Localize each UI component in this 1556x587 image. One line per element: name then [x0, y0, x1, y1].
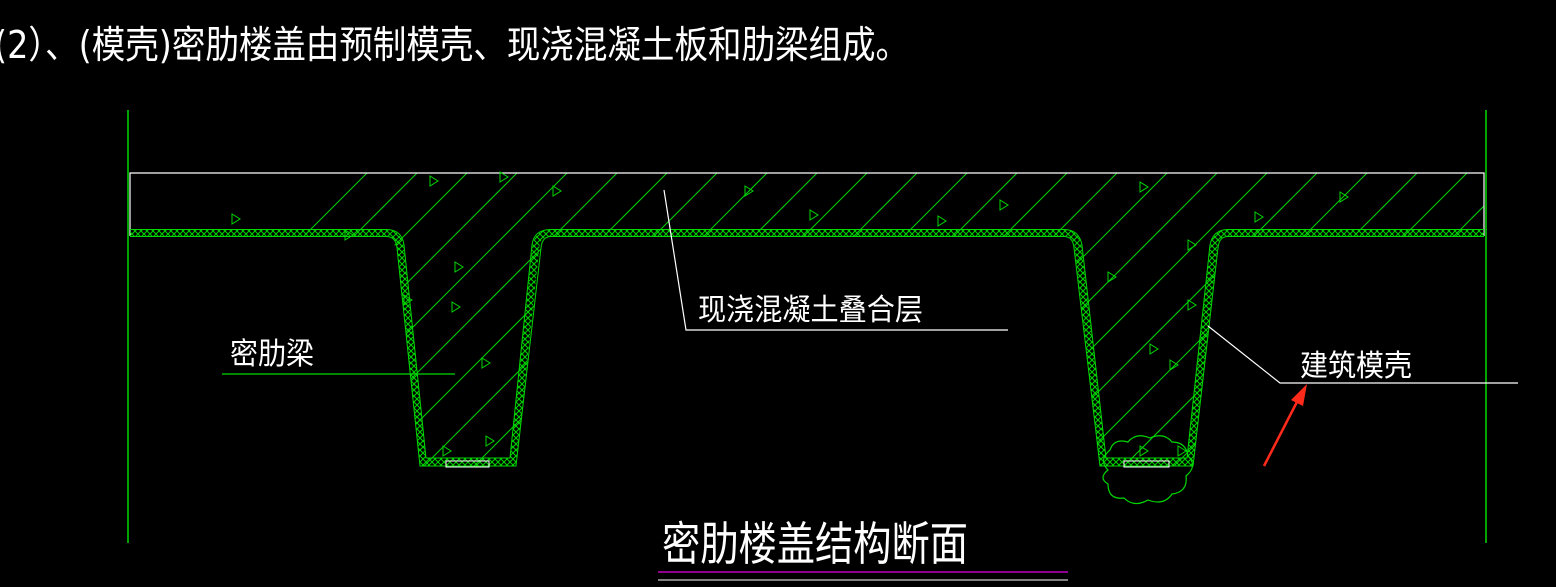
- aggregate-triangle: [1177, 445, 1187, 457]
- rib-bottom-plate-left: [445, 460, 490, 468]
- formwork-edge-inner: [130, 229, 1484, 459]
- formwork-shell: [130, 229, 1484, 468]
- aggregate-triangle: [231, 213, 241, 225]
- red-arrow-annotation: [1262, 384, 1307, 467]
- hatch-line: [1259, 173, 1484, 466]
- aggregate-triangle: [999, 199, 1009, 211]
- aggregate-triangle: [442, 445, 452, 457]
- aggregate-triangle: [481, 357, 491, 369]
- aggregate-triangle: [552, 185, 562, 197]
- aggregate-triangle: [1339, 191, 1349, 203]
- hatch-line: [409, 173, 721, 466]
- label-formwork-shell: 建筑模壳: [1300, 349, 1412, 384]
- label-rib-beam: 密肋梁: [230, 337, 314, 372]
- aggregate-triangle: [403, 294, 413, 306]
- aggregate-triangle: [429, 175, 439, 187]
- hatch-line: [130, 173, 371, 466]
- hatch-line: [1009, 173, 1321, 466]
- hatch-line: [209, 173, 521, 466]
- aggregate-triangle: [485, 435, 495, 447]
- heading-text: (2）、(模壳)密肋楼盖由预制模壳、现浇混凝土板和肋梁组成。: [0, 23, 909, 67]
- hatch-line: [1109, 173, 1421, 466]
- hatch-line: [1209, 173, 1484, 466]
- aggregate-triangle: [1169, 359, 1179, 371]
- aggregate-triangle: [1139, 445, 1149, 457]
- aggregate-triangle: [744, 185, 754, 197]
- aggregate-triangle: [344, 229, 354, 241]
- formwork-band-left: [130, 229, 1484, 466]
- hatch-line: [130, 173, 421, 466]
- aggregate-triangle: [451, 301, 461, 313]
- drawing-title: 密肋楼盖结构断面: [662, 517, 968, 571]
- formwork-shell-leader: [1207, 325, 1518, 384]
- aggregate-triangle: [1139, 181, 1149, 193]
- aggregate-triangle: [1107, 271, 1117, 283]
- aggregate-triangle: [499, 171, 509, 183]
- revision-cloud: [1102, 435, 1194, 505]
- hatch-line: [1309, 173, 1484, 466]
- aggregate-triangle: [454, 261, 464, 273]
- aggregate-symbols: [231, 171, 1349, 457]
- hatch-line: [1459, 173, 1484, 466]
- aggregate-triangle: [1187, 239, 1197, 251]
- slab-outline: [129, 172, 1485, 236]
- hatch-line: [1409, 173, 1484, 466]
- hatch-line: [1510, 170, 1556, 480]
- aggregate-triangle: [809, 209, 819, 221]
- hatch-line: [909, 173, 1221, 466]
- aggregate-triangle: [937, 215, 947, 227]
- aggregate-triangle: [1149, 343, 1159, 355]
- label-topping-layer: 现浇混凝土叠合层: [698, 293, 923, 328]
- rib-bottom-plate-right: [1123, 460, 1170, 468]
- formwork-edge-outer: [130, 236, 1484, 467]
- topping-layer-leader: [663, 189, 1008, 331]
- hatch-line: [309, 173, 621, 466]
- aggregate-triangle: [1254, 211, 1264, 223]
- aggregate-triangle: [1187, 299, 1197, 311]
- hatch-line: [1059, 173, 1371, 466]
- hatch-line: [1359, 173, 1484, 466]
- hatch-line: [959, 173, 1271, 466]
